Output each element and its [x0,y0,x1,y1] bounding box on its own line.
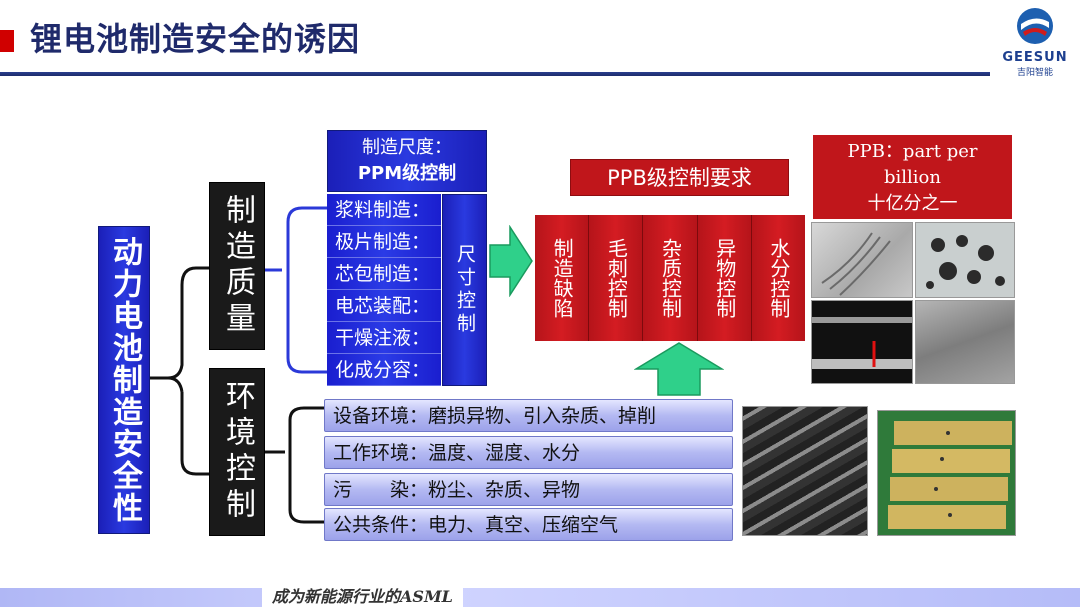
scale-label: 制造尺度： [362,137,452,158]
ppb-requirement-label: PPB级控制要求 [570,159,789,196]
ppb-definition-line: PPB：part per [847,141,978,162]
ppb-definition-line: billion [884,167,941,188]
logo-mark-icon [1017,8,1053,44]
ppb-definition-box: PPB：part per billion 十亿分之一 [813,135,1012,219]
branch-manufacturing-quality: 制造质量 [209,182,265,350]
electrode-sheets-texture-image [888,421,1012,529]
ppb-definition-line: 十亿分之一 [867,193,958,214]
burr-texture-image [821,232,891,296]
control-item: 异物控制 [697,215,752,341]
process-item: 浆料制造： [327,194,441,226]
process-list: 浆料制造： 极片制造： 芯包制造： 电芯装配： 干燥注液： 化成分容： [327,194,441,386]
title-divider [0,72,990,76]
control-item: 制造缺陷 [535,215,590,341]
process-item: 化成分容： [327,354,441,386]
cross-section-texture-image [812,317,912,369]
footer-bar [0,588,1080,607]
arrow-up-icon [634,342,724,396]
process-item: 极片制造： [327,226,441,258]
branch-environment-control: 环境控制 [209,368,265,536]
main-topic-box: 动力电池制造安全性 [98,226,150,534]
control-item: 杂质控制 [643,215,698,341]
control-requirements-grid: 制造缺陷 毛刺控制 杂质控制 异物控制 水分控制 [535,215,806,341]
particle-micrograph-image [915,222,1015,298]
sem-image [915,300,1015,384]
environment-item: 污 染：粉尘、杂质、异物 [324,473,733,506]
burr-micrograph-image [811,222,913,298]
process-item: 电芯装配： [327,290,441,322]
particle-texture-image [926,235,1005,289]
footer-slogan: 成为新能源行业的ASML [262,583,463,607]
size-control-box: 尺寸控制 [442,194,487,386]
manufacturing-scale-box: 制造尺度： PPM级控制 [327,130,487,192]
environment-item: 公共条件：电力、真空、压缩空气 [324,508,733,541]
cross-section-image [811,300,913,384]
electrode-stack-image [742,406,868,536]
logo-subtitle: 吉阳智能 [1016,68,1053,78]
process-item: 干燥注液： [327,322,441,354]
company-logo: GEESUN 吉阳智能 [990,6,1080,78]
process-item: 芯包制造： [327,258,441,290]
electrode-sheets-image [877,410,1016,536]
title-marker [0,30,14,52]
scale-value: PPM级控制 [357,163,457,184]
control-item: 水分控制 [751,215,806,341]
environment-item: 设备环境：磨损异物、引入杂质、掉削 [324,399,733,432]
logo-name: GEESUN [1002,50,1068,65]
environment-item: 工作环境：温度、湿度、水分 [324,436,733,469]
control-item: 毛刺控制 [589,215,644,341]
arrow-right-icon [489,225,533,297]
page-title: 锂电池制造安全的诱因 [30,20,361,58]
